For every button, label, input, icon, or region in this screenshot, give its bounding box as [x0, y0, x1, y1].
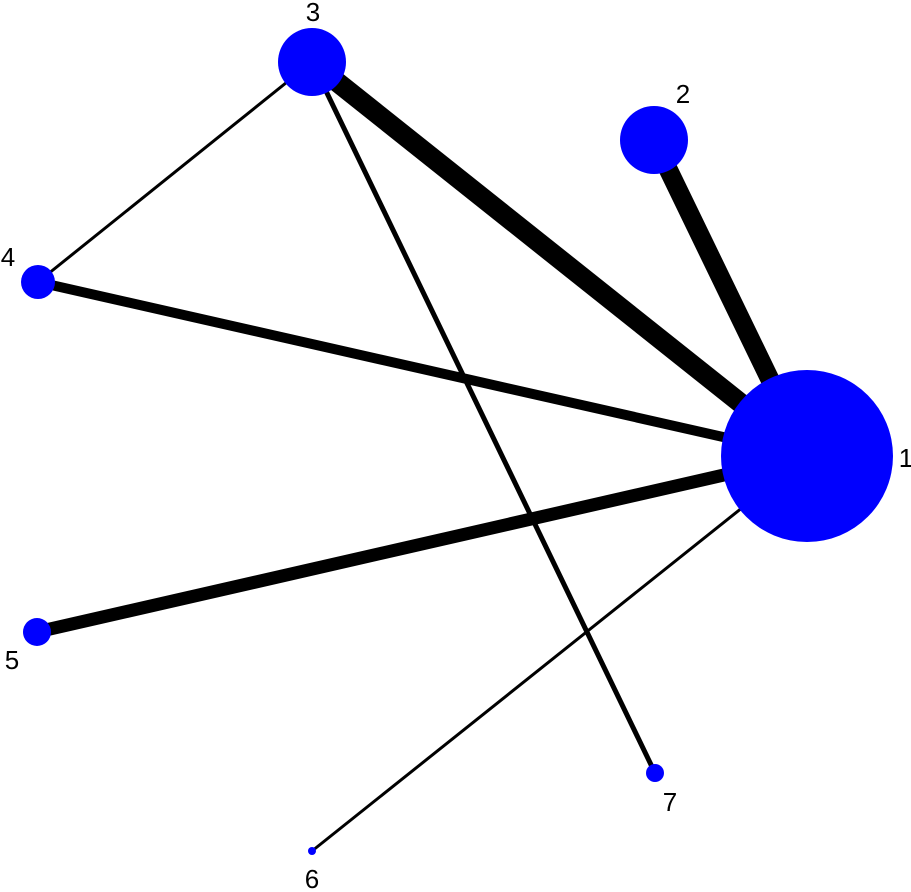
edge-1-5: [35, 449, 809, 639]
edge-3-4: [37, 60, 313, 284]
edge-1-3: [305, 54, 814, 464]
node-7: [646, 764, 664, 782]
node-label-7: 7: [663, 787, 677, 817]
nodes-layer: [21, 28, 893, 855]
node-label-3: 3: [306, 0, 320, 27]
node-label-1: 1: [899, 443, 911, 473]
node-label-5: 5: [5, 645, 19, 675]
node-label-4: 4: [1, 242, 15, 272]
node-2: [620, 106, 688, 174]
node-5: [23, 618, 51, 646]
node-3: [278, 28, 346, 96]
node-4: [21, 265, 55, 299]
node-label-6: 6: [305, 864, 319, 892]
node-label-2: 2: [676, 79, 690, 109]
edge-1-4: [36, 277, 809, 461]
edge-1-6: [311, 454, 808, 853]
node-6: [308, 847, 316, 855]
edge-3-7: [309, 60, 658, 775]
node-1: [721, 370, 893, 542]
edges-layer: [35, 54, 816, 853]
